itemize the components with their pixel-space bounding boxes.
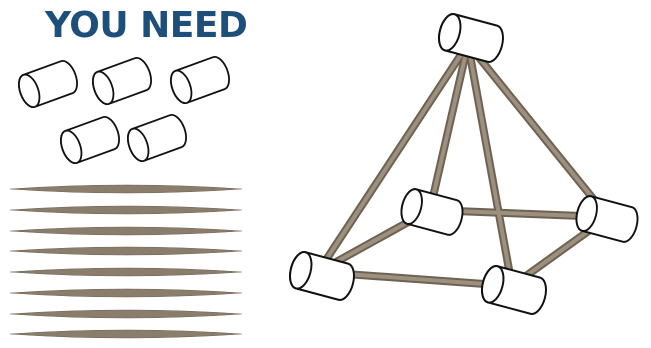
toothpick-icon xyxy=(9,226,243,236)
toothpick-icon xyxy=(9,267,243,277)
materials-toothpicks xyxy=(9,184,243,339)
marshmallow-icon xyxy=(166,53,234,107)
pyramid-edges xyxy=(314,40,612,290)
toothpick-icon xyxy=(9,309,243,319)
pyramid-base-marshmallow xyxy=(397,185,467,239)
materials-title: YOU NEED xyxy=(44,5,247,46)
toothpick-icon xyxy=(9,205,243,215)
marshmallow-icon xyxy=(56,113,124,167)
pyramid-base-marshmallow xyxy=(477,262,551,318)
toothpick-icon xyxy=(9,246,243,256)
marshmallow-icon xyxy=(123,111,191,165)
marshmallow-icon xyxy=(88,54,156,108)
toothpick-icon xyxy=(9,184,243,194)
marshmallow-icon xyxy=(14,57,82,111)
toothpick-icon xyxy=(9,288,243,298)
toothpick-icon xyxy=(9,329,243,339)
pyramid-apex-marshmallow xyxy=(434,10,508,66)
materials-marshmallows xyxy=(14,53,234,167)
